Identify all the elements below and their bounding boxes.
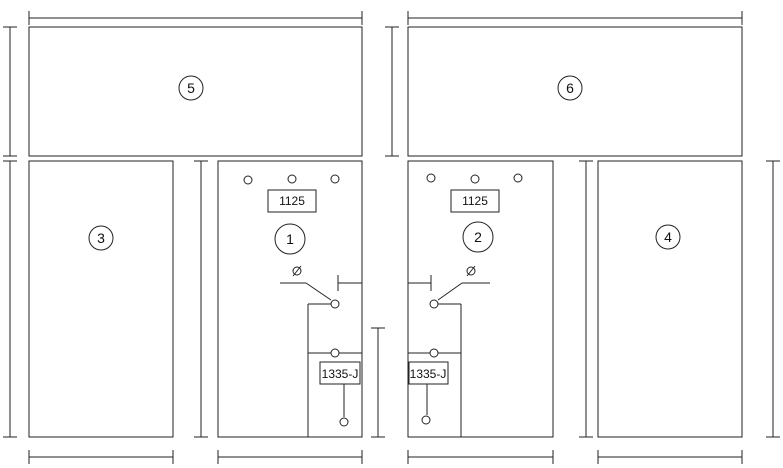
panel-number: 4 <box>664 229 672 245</box>
panel-number: 1 <box>286 231 294 247</box>
panel-number-badge <box>655 224 681 250</box>
nameplate <box>267 189 317 213</box>
nameplate-label: 1125 <box>279 194 305 208</box>
panel-1: 1125 1 1335-J <box>217 160 363 438</box>
indicator-light <box>243 175 253 185</box>
panel-6: 6 <box>407 26 743 157</box>
disconnect-switch-symbol <box>280 265 362 301</box>
panel-number: 2 <box>474 229 482 245</box>
indicator-light <box>470 174 480 184</box>
panel-5: 5 <box>28 26 363 157</box>
terminal <box>330 299 340 309</box>
panel-number-badge <box>462 221 494 253</box>
panel-2: 1125 2 1335-J <box>407 160 554 438</box>
panel-number-badge <box>178 75 204 101</box>
disconnect-switch-symbol <box>408 265 490 301</box>
component-bay: 1335-J <box>408 303 462 437</box>
component-bay: 1335-J <box>307 292 363 437</box>
panel-number: 3 <box>97 230 105 246</box>
nameplate-label: 1125 <box>462 194 488 208</box>
terminal <box>429 299 439 309</box>
panel-number-badge <box>274 223 306 255</box>
indicator-light <box>426 173 436 183</box>
panel-number: 5 <box>187 80 195 96</box>
indicator-light <box>287 174 297 184</box>
panel-number: 6 <box>566 80 574 96</box>
indicator-light <box>330 174 340 184</box>
dimension-lines <box>3 11 780 464</box>
component-label: 1335-J <box>322 367 359 381</box>
panel-3: 3 <box>28 160 174 438</box>
indicator-light <box>513 173 523 183</box>
component-label: 1335-J <box>410 367 447 381</box>
panel-number-badge <box>88 225 114 251</box>
nameplate <box>450 189 500 213</box>
panel-number-badge <box>557 75 583 101</box>
panel-4: 4 <box>597 160 743 438</box>
